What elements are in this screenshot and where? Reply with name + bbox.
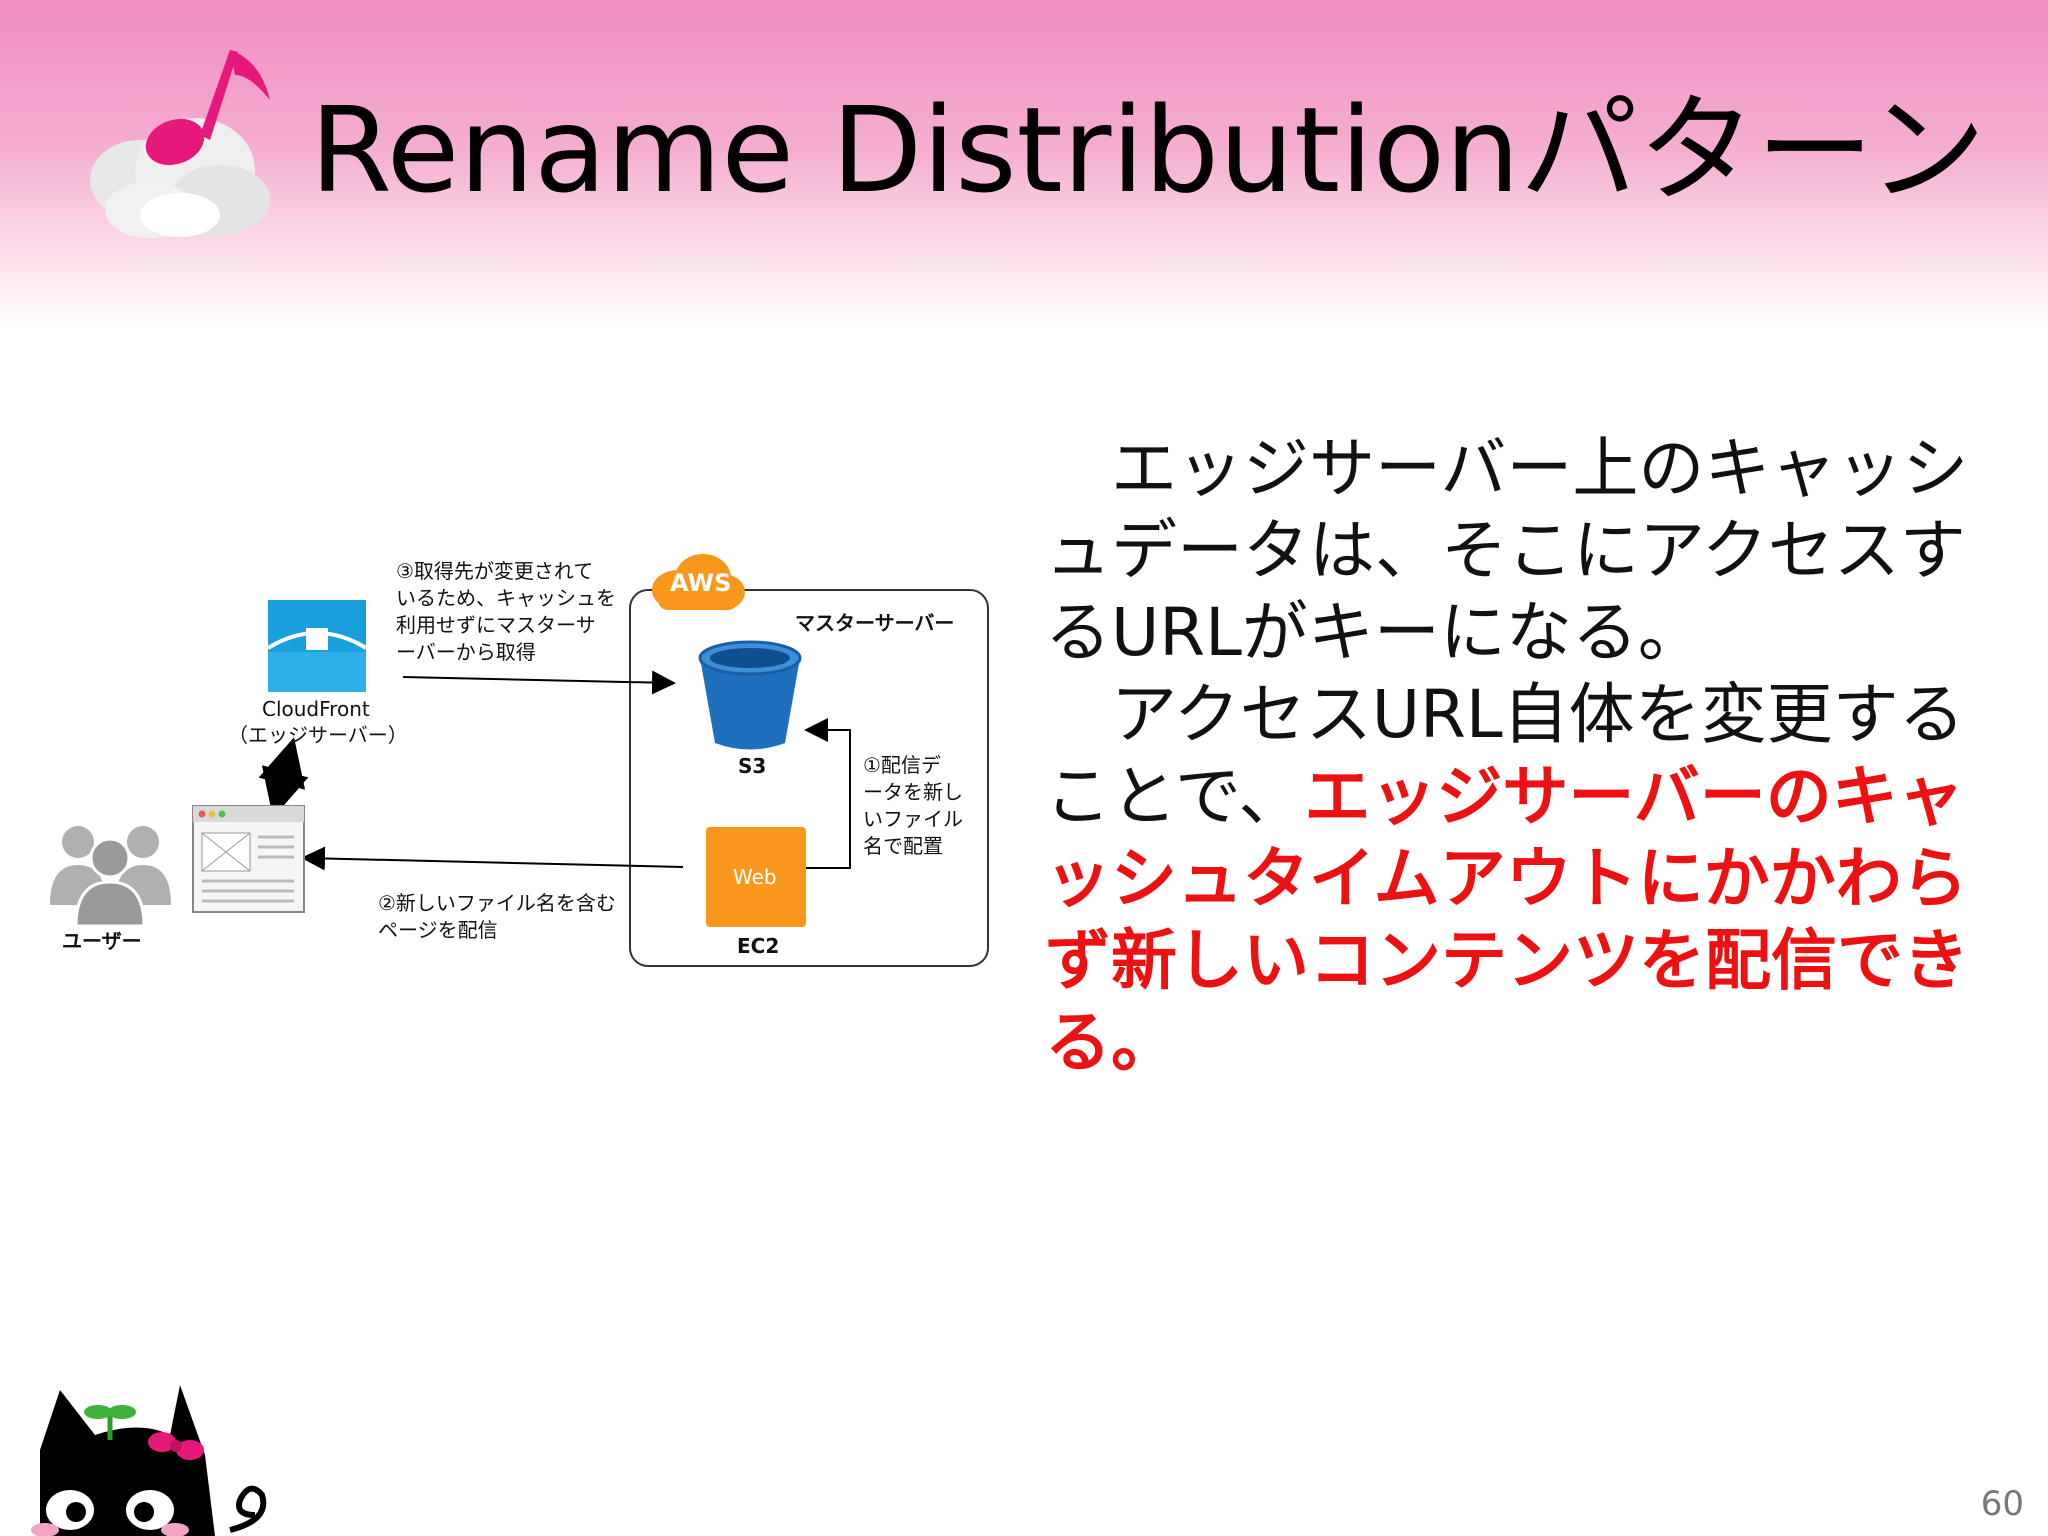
music-note-cloud-icon [90,50,270,238]
deliver-arrow [301,846,684,871]
step3-line-2: いるため、キャッシュを [396,586,616,610]
step3-line-1: ③取得先が変更されて [396,559,594,583]
step1-line-2: ータを新し [863,780,963,804]
ec2-label: EC2 [737,934,780,958]
slide-title: Rename Distributionパターン [310,81,1986,219]
ec2-web-icon [706,827,806,927]
browser-window-icon [192,805,305,913]
slide-header [0,0,2048,330]
page-number: 60 [1980,1484,2024,1524]
step2-line-2: ページを配信 [378,918,498,942]
master-server-label: マスターサーバー [795,611,955,635]
s3-label: S3 [738,754,767,778]
master-server-box [629,589,989,967]
cloudfront-label: CloudFront [262,697,370,721]
black-cat-icon [31,1385,267,1536]
edge-browser-arrow [258,737,309,818]
architecture-diagram: AWS マスターサーバー S3 Web EC2 CloudFront （エッジサ… [0,520,1000,1000]
body-normal-text: アクセスURL自体を変更することで、 [1045,676,1965,835]
step1-line-3: いファイル [863,807,963,831]
deploy-arrow [792,718,851,869]
aws-cloud-icon [652,554,745,610]
web-label: Web [733,865,777,889]
users-group-icon [50,826,171,928]
user-label: ユーザー [62,929,142,953]
step3-line-3: 利用せずにマスターサ [396,613,596,637]
cloudfront-icon [268,600,366,692]
slide-body: エッジサーバー上のキャッシュデータは、そこにアクセスするURLがキーになる。 ア… [1045,428,2025,1084]
step1-line-1: ①配信デ [863,753,941,777]
step2-line-1: ②新しいファイル名を含む [378,891,616,915]
body-paragraph-1: エッジサーバー上のキャッシュデータは、そこにアクセスするURLがキーになる。 [1045,430,1969,671]
fetch-arrow [402,670,676,695]
cloudfront-sub-label: （エッジサーバー） [228,723,408,747]
s3-bucket-icon [698,640,802,750]
step3-line-4: ーバーから取得 [396,640,536,664]
body-paragraph-2: アクセスURL自体を変更することで、エッジサーバーのキャッシュタイムアウトにかか… [1045,674,2025,1084]
step1-line-4: 名で配置 [863,834,943,858]
aws-badge-label: AWS [670,569,732,597]
body-highlight-text: エッジサーバーのキャッシュタイムアウトにかかわらず新しいコンテンツを配信できる。 [1045,758,1969,1081]
